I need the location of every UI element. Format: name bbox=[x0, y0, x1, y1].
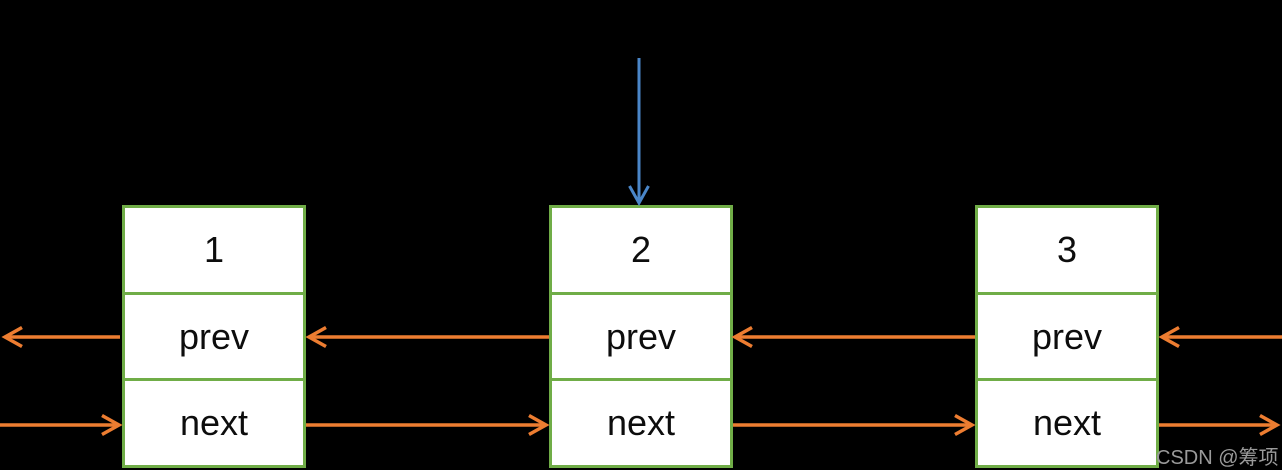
node-3-prev-cell: prev bbox=[978, 291, 1156, 379]
prev-in-from-right-edge bbox=[1158, 325, 1282, 349]
node2-next-to-node3 bbox=[733, 413, 976, 437]
node-3-value-cell: 3 bbox=[978, 208, 1156, 292]
node-1-value-cell: 1 bbox=[125, 208, 303, 292]
node-3-next-cell: next bbox=[978, 378, 1156, 466]
watermark: CSDN @筹项 bbox=[1156, 447, 1279, 469]
node-2-prev-cell: prev bbox=[552, 291, 730, 379]
node-2-value-cell: 2 bbox=[552, 208, 730, 292]
next-in-from-left-edge bbox=[0, 413, 123, 437]
node-1-prev-cell: prev bbox=[125, 291, 303, 379]
node-2: 2 prev next bbox=[549, 205, 733, 468]
node1-prev-out-left bbox=[1, 325, 120, 349]
current-pointer-arrow bbox=[628, 58, 650, 207]
node-1-next-cell: next bbox=[125, 378, 303, 466]
node-1: 1 prev next bbox=[122, 205, 306, 468]
node-2-next-cell: next bbox=[552, 378, 730, 466]
node3-next-out-right bbox=[1159, 413, 1281, 437]
node1-next-to-node2 bbox=[306, 413, 550, 437]
node2-prev-to-node1 bbox=[305, 325, 549, 349]
node-3: 3 prev next bbox=[975, 205, 1159, 468]
node3-prev-to-node2 bbox=[731, 325, 975, 349]
